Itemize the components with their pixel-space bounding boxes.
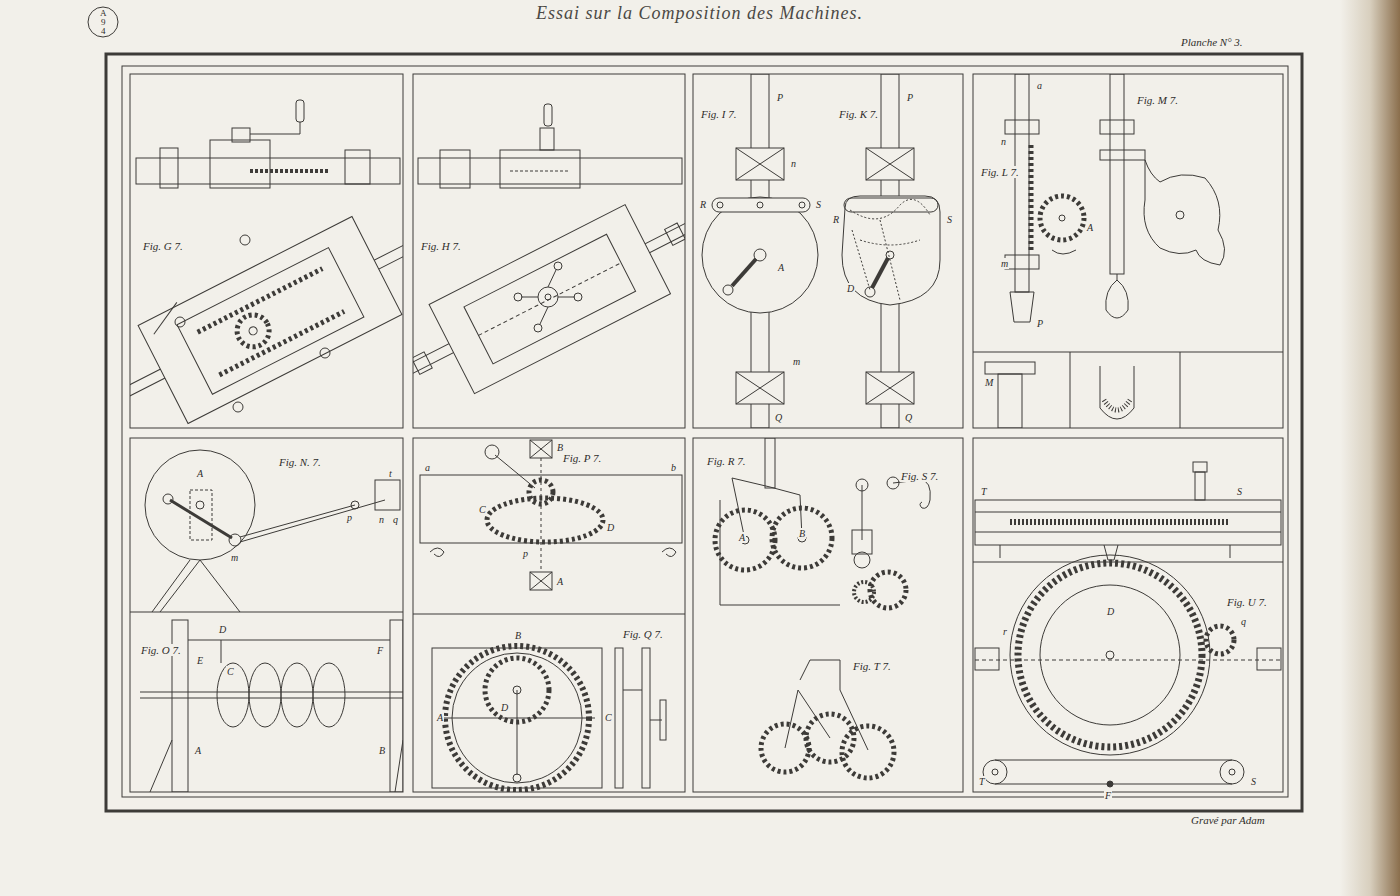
part-letter: q <box>392 514 399 525</box>
part-letter: S <box>1250 776 1257 787</box>
figure-label: Fig. T 7. <box>852 660 892 672</box>
part-letter: m <box>792 356 801 367</box>
part-letter: C <box>478 504 487 515</box>
part-letter: A <box>738 532 746 543</box>
part-letter: D <box>218 624 227 635</box>
part-letter: P <box>1036 318 1044 329</box>
part-letter: P <box>776 92 784 103</box>
part-letter: B <box>514 630 522 641</box>
part-letter: n <box>790 158 797 169</box>
plate-note: Gravé par Adam <box>1190 814 1266 826</box>
part-letter: p <box>346 512 353 523</box>
figure-label: Fig. R 7. <box>706 455 747 467</box>
part-letter: D <box>500 702 509 713</box>
plate-title: Essai sur la Composition des Machines. <box>535 4 864 24</box>
part-letter: t <box>388 468 393 479</box>
part-letter: S <box>1236 486 1243 497</box>
part-letter: r <box>1002 626 1008 637</box>
part-letter: B <box>798 528 806 539</box>
part-letter: S <box>946 214 953 225</box>
part-letter: S <box>815 199 822 210</box>
part-letter: B <box>556 442 564 453</box>
figure-label: Fig. S 7. <box>900 470 939 482</box>
plate-note: Planche N° 3. <box>1180 36 1244 48</box>
figure-label: Fig. H 7. <box>420 240 462 252</box>
part-letter: F <box>376 645 384 656</box>
part-letter: n <box>378 514 385 525</box>
part-letter: D <box>846 283 855 294</box>
figure-label: Fig. P 7. <box>562 452 602 464</box>
part-letter: Q <box>774 412 783 423</box>
figure-label: Fig. I 7. <box>700 108 737 120</box>
part-letter: C <box>604 712 613 723</box>
part-letter: D <box>1106 606 1115 617</box>
part-letter: B <box>378 745 386 756</box>
part-letter: R <box>699 199 707 210</box>
part-letter: A <box>194 745 202 756</box>
part-letter: A <box>196 468 204 479</box>
part-letter: M <box>984 377 994 388</box>
part-letter: b <box>670 462 677 473</box>
part-letter: T <box>978 776 986 787</box>
part-letter: P <box>906 92 914 103</box>
part-letter: a <box>1036 80 1043 91</box>
part-letter: E <box>196 655 204 666</box>
part-letter: m <box>230 552 239 563</box>
part-letter: R <box>832 214 840 225</box>
part-letter: A <box>436 712 444 723</box>
part-letter: T <box>980 486 988 497</box>
part-letter: p <box>522 548 529 559</box>
figure-label: Fig. Q 7. <box>622 628 664 640</box>
figure-label: Fig. U 7. <box>1226 596 1268 608</box>
figure-label: Fig. L 7. <box>980 166 1020 178</box>
part-letter: a <box>424 462 431 473</box>
figure-label: Fig. N. 7. <box>278 456 322 468</box>
part-letter: F <box>1104 790 1112 801</box>
part-letter: n <box>1000 136 1007 147</box>
figure-label: Fig. M 7. <box>1136 94 1179 106</box>
figure-label: Fig. K 7. <box>838 108 879 120</box>
part-letter: D <box>606 522 615 533</box>
stamp-mark: 4 <box>100 27 107 37</box>
part-letter: A <box>1086 222 1094 233</box>
part-letter: q <box>1240 616 1247 627</box>
part-letter: Q <box>904 412 913 423</box>
part-letter: m <box>1000 258 1009 269</box>
figure-label: Fig. G 7. <box>142 240 184 252</box>
part-letter: A <box>556 576 564 587</box>
figure-label: Fig. O 7. <box>140 644 182 656</box>
part-letter: C <box>226 666 235 677</box>
part-letter: A <box>777 262 785 273</box>
